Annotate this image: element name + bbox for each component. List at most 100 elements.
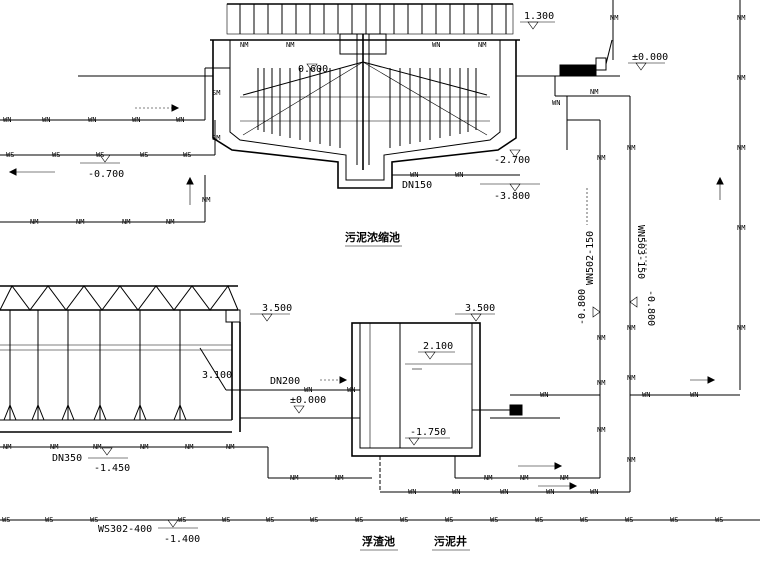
label-nm: NM [737, 74, 745, 82]
elevation-m1450: -1.450 [94, 463, 130, 474]
label-ws: WS [222, 516, 230, 524]
label-ws: WS [445, 516, 453, 524]
label-ws: WS [355, 516, 363, 524]
label-nm: NM [30, 218, 38, 226]
elevation-m0800-b: -0.800 [645, 290, 656, 326]
label-ws: WS [715, 516, 723, 524]
caption-sludge-thickener: 污泥浓缩池 [345, 230, 400, 244]
label-ws: WS [45, 516, 53, 524]
elevation-3500-a: 3.500 [262, 303, 292, 314]
label-nm: NM [76, 218, 84, 226]
label-nm: NM [226, 443, 234, 451]
sludge-well-section: 3.500 2.100 -1.750 WN NM NM NM WN WN WN … [351, 303, 740, 496]
label-ws: WS [490, 516, 498, 524]
flotation-tank-section: 3.500 3.100 DN200 WN WN ±0.000 NM NM NM … [0, 285, 372, 482]
label-ws: WS [6, 151, 14, 159]
label-wn: WN [176, 116, 184, 124]
label-nm: NM [50, 443, 58, 451]
label-nm: NM [597, 379, 605, 387]
label-wn: WN [3, 116, 11, 124]
label-nm: NM [597, 426, 605, 434]
label-wn: WN [304, 386, 312, 394]
label-nm: NM [627, 144, 635, 152]
label-ws: WS [580, 516, 588, 524]
pipe-dn350: DN350 [52, 453, 82, 464]
label-nm: NM [484, 474, 492, 482]
elevation-pm0-mid: ±0.000 [290, 395, 326, 406]
label-nm: NM [122, 218, 130, 226]
bottom-ws-pipeline: WS WS WS WS WS WS WS WS WS WS WS WS WS W… [0, 516, 760, 551]
label-wn: WN [690, 391, 698, 399]
label-nm: NM [478, 41, 486, 49]
sludge-thickener-section: 0.600 1.300 ±0.000 -2.700 -3.800 DN150 污… [78, 3, 668, 247]
label-ws: WS [625, 516, 633, 524]
label-ws: WS [266, 516, 274, 524]
pipe-wn503: WN503-150 [635, 225, 646, 279]
caption-flotation-tank: 浮渣池 [362, 534, 395, 548]
label-ws: WS [310, 516, 318, 524]
elevation-m2700: -2.700 [494, 155, 530, 166]
caption-sludge-well: 污泥井 [434, 534, 467, 548]
label-nm: NM [286, 41, 294, 49]
left-pipelines: WN WN WN WN WN WS WS WS WS WS SM SM -0.7… [0, 41, 520, 226]
label-nm: NM [335, 474, 343, 482]
label-wn: WN [132, 116, 140, 124]
elevation-pm0-top: ±0.000 [632, 52, 668, 63]
label-ws: WS [2, 516, 10, 524]
label-nm: NM [140, 443, 148, 451]
label-ws: WS [90, 516, 98, 524]
label-nm: NM [290, 474, 298, 482]
label-nm: NM [627, 456, 635, 464]
pipe-wn502: WN502-150 [585, 231, 596, 285]
label-nm: NM [737, 224, 745, 232]
label-ws: WS [140, 151, 148, 159]
label-nm: NM [737, 144, 745, 152]
label-ws: WS [670, 516, 678, 524]
label-wn: WN [590, 488, 598, 496]
label-nm: NM [560, 474, 568, 482]
label-nm: NM [202, 196, 210, 204]
label-nm: NM [597, 334, 605, 342]
label-wn: WN [552, 99, 560, 107]
label-nm: NM [627, 374, 635, 382]
label-ws: WS [400, 516, 408, 524]
label-nm: NM [520, 474, 528, 482]
label-ws: WS [183, 151, 191, 159]
elevation-m1750: -1.750 [410, 427, 446, 438]
elevation-m3800: -3.800 [494, 191, 530, 202]
label-wn: WN [546, 488, 554, 496]
pipe-dn150: DN150 [402, 180, 432, 191]
elevation-m0700: -0.700 [88, 169, 124, 180]
label-nm: NM [185, 443, 193, 451]
label-nm: NM [590, 88, 598, 96]
label-nm: NM [627, 324, 635, 332]
label-wn: WN [540, 391, 548, 399]
label-nm: NM [3, 443, 11, 451]
label-nm: NM [737, 14, 745, 22]
pipe-ws302: WS302-400 [98, 524, 152, 535]
label-wn: WN [88, 116, 96, 124]
label-ws: WS [178, 516, 186, 524]
label-wn: WN [500, 488, 508, 496]
label-ws: WS [535, 516, 543, 524]
right-vertical-pipes: WN NM NM NM NM NM NM NM NM NM NM NM NM N… [552, 0, 745, 492]
elevation-m1400: -1.400 [164, 534, 200, 545]
elevation-3500-b: 3.500 [465, 303, 495, 314]
label-nm: NM [93, 443, 101, 451]
elevation-2100: 2.100 [423, 341, 453, 352]
label-ws: WS [52, 151, 60, 159]
label-wn: WN [42, 116, 50, 124]
label-sm: SM [212, 134, 220, 142]
label-wn: WN [432, 41, 440, 49]
label-wn: WN [408, 488, 416, 496]
label-sm: SM [212, 89, 220, 97]
elevation-m0800-a: -0.800 [577, 289, 588, 325]
label-nm: NM [737, 324, 745, 332]
label-nm: NM [610, 14, 618, 22]
label-nm: NM [166, 218, 174, 226]
label-wn: WN [452, 488, 460, 496]
label-wn: WN [642, 391, 650, 399]
elevation-1300: 1.300 [524, 11, 554, 22]
pipe-dn200: DN200 [270, 376, 300, 387]
